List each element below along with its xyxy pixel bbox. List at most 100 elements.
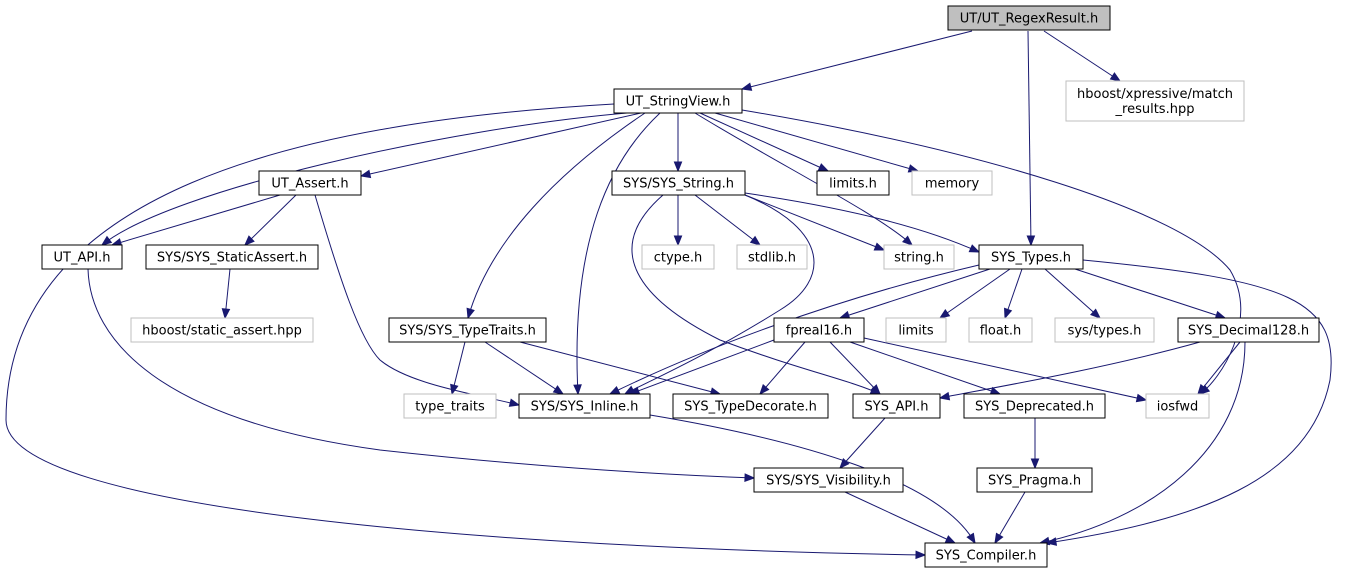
node-box xyxy=(947,5,1111,31)
edge-line xyxy=(863,337,1147,401)
node-box xyxy=(1177,317,1320,343)
node-sys-string[interactable]: SYS/SYS_String.h xyxy=(611,170,746,196)
edge-fpreal16-iosfwd xyxy=(863,337,1148,403)
edge-stringview-sys-string xyxy=(673,113,683,173)
node-label: UT/UT_RegexResult.h xyxy=(960,12,1099,27)
node-ctype[interactable]: ctype.h xyxy=(641,244,715,270)
node-box xyxy=(130,317,314,343)
edge-line xyxy=(1074,268,1226,319)
edge-line xyxy=(849,341,1001,395)
node-deprecated[interactable]: SYS_Deprecated.h xyxy=(963,393,1106,419)
node-limits-h[interactable]: limits.h xyxy=(816,170,890,196)
arrowhead xyxy=(1004,307,1013,320)
nodes: UT/UT_RegexResult.h hboost/xpressive/matc… xyxy=(41,5,1320,568)
node-label: SYS_TypeDecorate.h xyxy=(684,400,817,415)
edge-sys-string-string-h xyxy=(744,194,886,251)
edge-sys-types-sys-types-h xyxy=(1044,268,1102,319)
edge-decimal128-iosfwd xyxy=(1197,341,1241,396)
node-box xyxy=(852,393,941,419)
edge-line xyxy=(360,112,642,177)
node-sys-api[interactable]: SYS_API.h xyxy=(852,393,941,419)
edge-type-traits-h-type-traits xyxy=(450,341,466,396)
edge-line xyxy=(519,341,721,395)
arrowhead xyxy=(873,242,886,251)
edge-sys-types-sys-inline xyxy=(608,264,980,395)
node-string-h[interactable]: string.h xyxy=(883,244,955,270)
node-box xyxy=(911,170,993,196)
node-ut-assert[interactable]: UT_Assert.h xyxy=(258,170,362,196)
node-static-assert-hpp[interactable]: hboost/static_assert.hpp xyxy=(130,317,314,343)
edge-sys-types-decimal128 xyxy=(1074,268,1227,320)
node-type-traits[interactable]: type_traits xyxy=(403,393,497,419)
edge-line xyxy=(87,268,755,479)
edge-stringview-sys-inline xyxy=(573,112,661,396)
node-label: SYS_Compiler.h xyxy=(936,549,1037,564)
arrowhead xyxy=(749,235,762,246)
edge-line xyxy=(631,194,881,395)
edge-stringview-ut-api xyxy=(100,112,628,246)
node-type-decorate[interactable]: SYS_TypeDecorate.h xyxy=(672,393,829,419)
edge-line xyxy=(994,491,1026,544)
arrowhead xyxy=(915,550,927,560)
edge-ut-api-visibility xyxy=(87,268,756,482)
node-sys-types-h[interactable]: sys/types.h xyxy=(1054,317,1155,343)
node-sys-types[interactable]: SYS_Types.h xyxy=(978,244,1084,270)
node-stringview[interactable]: UT_StringView.h xyxy=(613,88,743,114)
edge-fpreal16-sys-inline xyxy=(628,339,775,395)
node-memory[interactable]: memory xyxy=(911,170,993,196)
edge-line xyxy=(844,491,956,544)
node-box xyxy=(963,393,1106,419)
node-float-h[interactable]: float.h xyxy=(968,317,1033,343)
edge-sys-api-visibility xyxy=(839,417,886,470)
node-label: SYS_Pragma.h xyxy=(988,474,1081,489)
arrowhead xyxy=(839,458,850,470)
node-sys-inline[interactable]: SYS/SYS_Inline.h xyxy=(518,393,651,419)
node-label: SYS_Types.h xyxy=(991,251,1071,266)
node-type-traits-h[interactable]: SYS/SYS_TypeTraits.h xyxy=(388,317,547,343)
edge-line xyxy=(111,194,281,246)
edge-sys-string-sys-types xyxy=(744,192,981,253)
node-box xyxy=(885,317,947,343)
node-box xyxy=(611,170,746,196)
arrowhead xyxy=(938,308,951,319)
arrowhead xyxy=(1197,383,1208,396)
node-label: iosfwd xyxy=(1157,400,1199,415)
node-limits[interactable]: limits xyxy=(885,317,947,343)
node-label: SYS/SYS_TypeTraits.h xyxy=(399,324,536,339)
edge-root-match-results xyxy=(1043,30,1122,82)
node-box xyxy=(403,393,497,419)
node-visibility[interactable]: SYS/SYS_Visibility.h xyxy=(753,467,904,493)
arrowhead xyxy=(221,308,231,320)
node-root[interactable]: UT/UT_RegexResult.h xyxy=(947,5,1111,31)
node-label: UT_Assert.h xyxy=(271,177,348,192)
edge-stringview-compiler xyxy=(5,103,927,560)
node-decimal128[interactable]: SYS_Decimal128.h xyxy=(1177,317,1320,343)
node-box xyxy=(736,244,808,270)
arrowhead xyxy=(1135,393,1148,403)
edge-line xyxy=(609,264,980,395)
edge-root-stringview xyxy=(740,30,973,91)
edge-sys-string-ctype xyxy=(673,195,683,247)
edge-sys-types-limits xyxy=(938,268,1011,319)
edge-sys-types-fpreal16 xyxy=(838,268,991,320)
node-ut-api[interactable]: UT_API.h xyxy=(41,244,123,270)
node-box xyxy=(1054,317,1155,343)
edge-root-sys-types xyxy=(1026,30,1036,247)
node-pragma[interactable]: SYS_Pragma.h xyxy=(976,467,1093,493)
node-fpreal16[interactable]: fpreal16.h xyxy=(773,317,865,343)
edge-line xyxy=(744,192,980,253)
node-label: UT_API.h xyxy=(54,251,111,266)
arrowhead xyxy=(552,385,565,395)
node-iosfwd[interactable]: iosfwd xyxy=(1145,393,1210,419)
node-label: type_traits xyxy=(415,400,485,415)
edge-line xyxy=(5,103,926,556)
edge-sys-types-float-h xyxy=(1004,268,1023,320)
node-match-results[interactable]: hboost/xpressive/match_results.hpp xyxy=(1065,80,1245,122)
node-box xyxy=(978,244,1084,270)
node-compiler[interactable]: SYS_Compiler.h xyxy=(924,542,1048,568)
node-static-assert-h[interactable]: SYS/SYS_StaticAssert.h xyxy=(145,244,319,270)
node-box xyxy=(145,244,319,270)
edge-line xyxy=(1044,268,1101,319)
node-stdlib[interactable]: stdlib.h xyxy=(736,244,808,270)
edge-line xyxy=(694,194,761,246)
